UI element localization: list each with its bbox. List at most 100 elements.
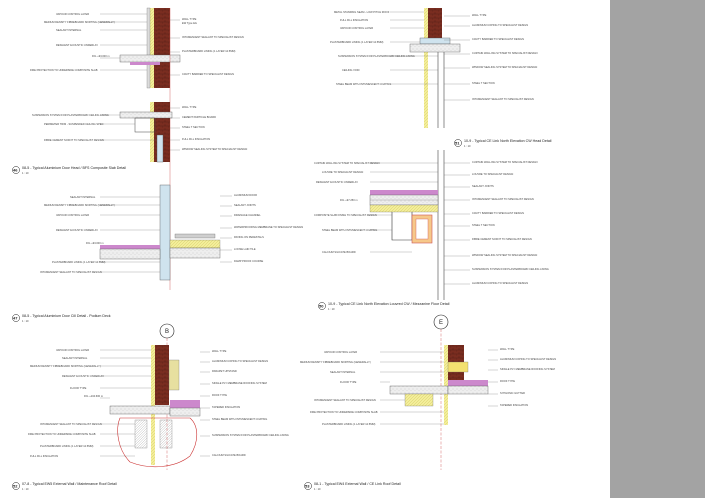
svg-text:FULL FILL INSULATION: FULL FILL INSULATION: [30, 454, 58, 458]
svg-text:PERIMETER TRIM - SUSPENDED CEI: PERIMETER TRIM - SUSPENDED CEILING SPEC: [44, 122, 104, 126]
roof-membrane: [170, 400, 200, 408]
svg-text:TAPERED INSULATION: TAPERED INSULATION: [212, 405, 240, 409]
door-cill-frame: [159, 184, 171, 281]
detail-marker-52: [12, 482, 20, 490]
label-mdf: MEDIUM DENSITY FIBREBOARD SKIRTING (GENE…: [44, 20, 115, 24]
svg-text:SYPHONIC GUTTER: SYPHONIC GUTTER: [500, 391, 525, 395]
svg-text:VAPOUR CONTROL LAYER: VAPOUR CONTROL LAYER: [56, 213, 89, 217]
svg-text:FFL +93.000 m: FFL +93.000 m: [86, 241, 104, 245]
door-frame: [156, 134, 164, 163]
head-slab: [119, 111, 173, 119]
detail-title-46: 08-5 - Typical Aluminium Door Head / BFS…: [22, 166, 126, 170]
link-roof-membrane: [448, 380, 488, 386]
detail-marker-53: [304, 482, 312, 490]
svg-text:FIRE PROTECTION TO UNDERSIDE C: FIRE PROTECTION TO UNDERSIDE COMPOSITE S…: [310, 410, 378, 414]
svg-text:53: 53: [305, 484, 310, 489]
svg-text:SUSPENSION SYSTEM FOR PLASTERB: SUSPENSION SYSTEM FOR PLASTERBOARD CEILI…: [212, 433, 289, 437]
acoustic-underlay-50: [370, 190, 438, 195]
brick-wall-52: [155, 345, 169, 405]
svg-text:CURTAIN WALLING SYSTEM TO SPEC: CURTAIN WALLING SYSTEM TO SPECIALIST DES…: [314, 161, 380, 165]
detail-title-53: 08-1 - Typical EW4 External Wall / CE Li…: [314, 482, 401, 486]
svg-text:ROOF TYPE: ROOF TYPE: [212, 393, 227, 397]
svg-text:INTUMESCENT SEALANT TO SPECIAL: INTUMESCENT SEALANT TO SPECIALIST DESIGN: [472, 197, 534, 201]
acoustic-underlay: [100, 245, 160, 249]
acoustic-layer: [130, 62, 160, 65]
detail-marker-47: [12, 314, 20, 322]
label-vapour: VAPOUR CONTROL LAYER: [56, 12, 89, 16]
svg-text:COMPOSITE SLAB FINISH TO SPECI: COMPOSITE SLAB FINISH TO SPECIALIST DESI…: [314, 213, 377, 217]
svg-text:WALL TYPE: WALL TYPE: [500, 347, 515, 351]
detail-47: SEALANT INTERNAL MEDIUM DENSITY FIBREBOA…: [12, 184, 303, 323]
svg-text:52: 52: [13, 484, 18, 489]
svg-text:LOOSE LAID TILE: LOOSE LAID TILE: [234, 247, 256, 251]
svg-text:FULL FILL INSULATION: FULL FILL INSULATION: [182, 137, 210, 141]
parapet: [168, 359, 180, 391]
svg-text:1 : 10: 1 : 10: [22, 487, 29, 491]
svg-text:51: 51: [455, 141, 460, 146]
svg-text:ALUMINIUM COPING TO SPECIALIST: ALUMINIUM COPING TO SPECIALIST DESIGN: [472, 281, 528, 285]
svg-text:SEALANT JOINTS: SEALANT JOINTS: [234, 203, 256, 207]
podium-slab: [99, 248, 161, 260]
svg-text:INTUMESCENT SEALANT TO SPECIAL: INTUMESCENT SEALANT TO SPECIALIST DESIGN: [40, 422, 102, 426]
detail-50: CURTAIN WALLING SYSTEM TO SPECIALIST DES…: [314, 150, 549, 311]
svg-text:CURTAIN WALLING SYSTEM TO SPEC: CURTAIN WALLING SYSTEM TO SPECIALIST DES…: [472, 160, 538, 164]
svg-text:TAPERED INSULATION: TAPERED INSULATION: [500, 403, 528, 407]
svg-text:ALUMINIUM COPING TO SPECIALIST: ALUMINIUM COPING TO SPECIALIST DESIGN: [500, 357, 556, 361]
detail-marker-51: [454, 139, 462, 147]
svg-text:47: 47: [13, 316, 18, 321]
svg-text:SUSPENSION SYSTEM FOR PLASTERB: SUSPENSION SYSTEM FOR PLASTERBOARD CEILI…: [338, 54, 415, 58]
svg-text:LOUVRE TO SPECIALIST DESIGN: LOUVRE TO SPECIALIST DESIGN: [472, 172, 513, 176]
svg-text:LOUVRE TO SPECIALIST DESIGN: LOUVRE TO SPECIALIST DESIGN: [322, 170, 363, 174]
svg-text:MEDIUM DENSITY FIBREBOARD SKIR: MEDIUM DENSITY FIBREBOARD SKIRTING (GENE…: [300, 360, 371, 364]
svg-text:MEDIUM DENSITY FIBREBOARD SKIR: MEDIUM DENSITY FIBREBOARD SKIRTING (GENE…: [44, 203, 115, 207]
detail-marker-50: [318, 302, 326, 310]
drawing-sheet: VAPOUR CONTROL LAYER MEDIUM DENSITY FIBR…: [0, 0, 610, 498]
svg-text:STEEL BEAM WITH INTUMESCENT CO: STEEL BEAM WITH INTUMESCENT COATING: [336, 82, 391, 86]
link-roof-slab: [389, 385, 449, 395]
svg-text:PLASTERBOARD LINING (1 LAYER 1: PLASTERBOARD LINING (1 LAYER 12.5MM): [330, 40, 384, 44]
svg-text:FLOOR TYPE: FLOOR TYPE: [70, 386, 87, 390]
detail-46: VAPOUR CONTROL LAYER MEDIUM DENSITY FIBR…: [12, 7, 247, 290]
detail-title-51: 10-9 - Typical CE Link North Elevation C…: [464, 139, 552, 143]
detail-52: VAPOUR CONTROL LAYER SEALANT INTERNAL ME…: [12, 345, 289, 491]
svg-text:STEEL T SECTION: STEEL T SECTION: [472, 81, 495, 85]
svg-text:PLASTERBOARD LINING (1 LAYER 1: PLASTERBOARD LINING (1 LAYER 12.5MM): [40, 444, 94, 448]
label-ew-type: EW Type EG: [182, 21, 197, 25]
svg-text:B: B: [165, 329, 169, 335]
svg-text:46: 46: [13, 168, 18, 173]
svg-text:WALL TYPE: WALL TYPE: [472, 13, 487, 17]
steel-beam: [391, 212, 413, 241]
label-cavity: CAVITY BARRIER TO SPECIALIST DESIGN: [182, 72, 234, 76]
label-intumescent: INTUMESCENT SEALANT TO SPECIALIST DESIGN: [182, 35, 244, 39]
svg-text:WALL TYPE: WALL TYPE: [182, 105, 197, 109]
svg-text:SEALANT INTERNAL: SEALANT INTERNAL: [62, 356, 88, 360]
svg-text:SINGLE PLY MEMBRANE ROOFING SY: SINGLE PLY MEMBRANE ROOFING SYSTEM: [212, 381, 267, 385]
svg-text:VAPOUR CONTROL LAYER: VAPOUR CONTROL LAYER: [56, 348, 89, 352]
curtain-wall-head: [419, 37, 451, 45]
svg-text:FIBRE CEMENT SOFFIT TO SPECIAL: FIBRE CEMENT SOFFIT TO SPECIALIST DESIGN: [472, 237, 532, 241]
svg-text:CALCIUM SILICATE BOARD: CALCIUM SILICATE BOARD: [322, 250, 356, 254]
svg-text:CALCIUM SILICATE BOARD: CALCIUM SILICATE BOARD: [212, 453, 246, 457]
deck-insulation: [169, 239, 221, 249]
svg-text:FIRE PROTECTION TO UNDERSIDE C: FIRE PROTECTION TO UNDERSIDE COMPOSITE S…: [28, 432, 96, 436]
composite-slab: [119, 54, 181, 63]
svg-text:CAVITY BARRIER TO SPECIALIST D: CAVITY BARRIER TO SPECIALIST DESIGN: [472, 37, 524, 41]
svg-text:WINDOW SEALING SYSTEM TO SPECI: WINDOW SEALING SYSTEM TO SPECIALIST DESI…: [472, 65, 537, 69]
svg-text:E: E: [439, 320, 443, 326]
svg-text:FULL FILL INSULATION: FULL FILL INSULATION: [340, 18, 368, 22]
svg-text:STEEL T SECTION: STEEL T SECTION: [472, 223, 495, 227]
svg-text:PLASTERBOARD LINING (1 LAYER 1: PLASTERBOARD LINING (1 LAYER 12.5MM): [322, 422, 376, 426]
svg-text:CURTAIN WALLING SYSTEM TO SPEC: CURTAIN WALLING SYSTEM TO SPECIALIST DES…: [472, 51, 538, 55]
svg-text:WINDOW SEALING SYSTEM TO SPECI: WINDOW SEALING SYSTEM TO SPECIALIST DESI…: [472, 253, 537, 257]
svg-text:FIBRE CEMENT SOFFIT TO SPECIAL: FIBRE CEMENT SOFFIT TO SPECIALIST DESIGN: [44, 138, 104, 142]
svg-text:INTUMESCENT SEALANT TO SPECIAL: INTUMESCENT SEALANT TO SPECIALIST DESIGN: [40, 270, 102, 274]
label-plasterboard: PLASTERBOARD LINING (1 LAYER 12.5MM): [182, 49, 236, 53]
svg-text:SEALANT INTERNAL: SEALANT INTERNAL: [330, 370, 356, 374]
svg-text:RESILIENT ACOUSTIC UNDERLAY: RESILIENT ACOUSTIC UNDERLAY: [56, 228, 98, 232]
svg-text:CEMENT PARTICLE BOARD: CEMENT PARTICLE BOARD: [182, 115, 216, 119]
detail-marker-46: [12, 166, 20, 174]
svg-text:50: 50: [319, 304, 324, 309]
svg-text:1 : 10: 1 : 10: [328, 307, 335, 311]
cladding-layer: [146, 7, 151, 89]
roof-upstand: [447, 361, 469, 373]
